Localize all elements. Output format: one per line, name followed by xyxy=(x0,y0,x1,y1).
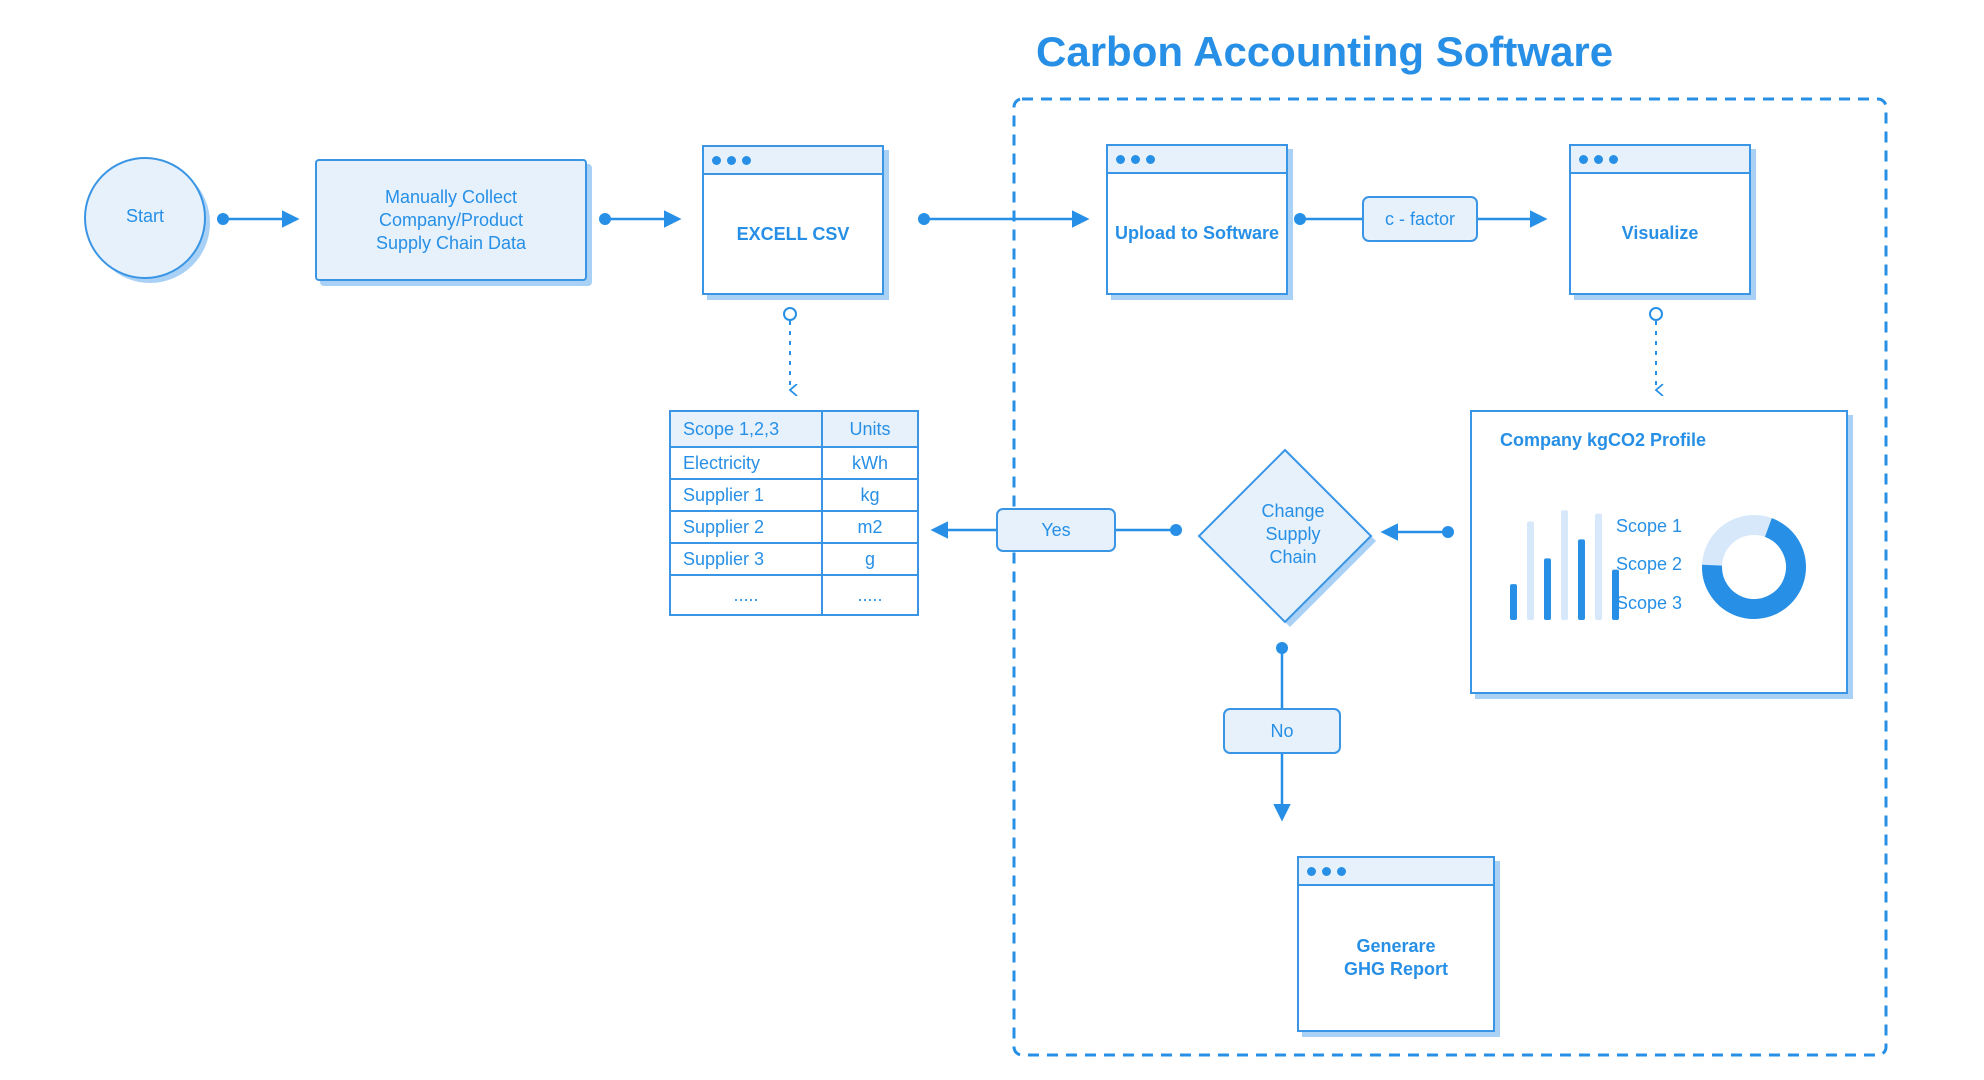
window-bar xyxy=(1571,146,1749,174)
scope-units-table: Scope 1,2,3 Units Electricity kWh Suppli… xyxy=(669,410,919,616)
diagram-title: Carbon Accounting Software xyxy=(1036,28,1614,75)
window-dot-icon xyxy=(1609,154,1618,164)
table-cell-scope: Electricity xyxy=(669,446,823,480)
yes-label[interactable]: Yes xyxy=(996,508,1116,552)
table-row: Electricity kWh xyxy=(669,446,919,480)
chart-bar xyxy=(1527,521,1534,620)
profile-chart xyxy=(1510,510,1806,620)
table-cell-unit: kg xyxy=(821,478,919,512)
collect-data-label: Manually Collect Company/Product Supply … xyxy=(375,186,527,253)
table-row: ..... ..... xyxy=(669,574,919,616)
start-label[interactable]: Start xyxy=(125,206,164,226)
window-dot-icon xyxy=(1146,154,1155,164)
hollow-endpoint-dots xyxy=(783,307,1663,321)
legend-scope-2: Scope 2 xyxy=(1616,554,1683,574)
visualize-node[interactable]: Visualize xyxy=(1569,144,1751,295)
window-body: EXCELL CSV xyxy=(704,175,882,293)
legend-scope-3: Scope 3 xyxy=(1616,593,1683,613)
visualize-label: Visualize xyxy=(1621,223,1699,243)
table-header-scope: Scope 1,2,3 xyxy=(669,410,823,448)
decision-label: Change Supply Chain xyxy=(1261,501,1325,567)
window-body: Generare GHG Report xyxy=(1299,886,1493,1030)
table-cell-scope: Supplier 2 xyxy=(669,510,823,544)
table-cell-unit: m2 xyxy=(821,510,919,544)
ghg-report-node[interactable]: Generare GHG Report xyxy=(1297,856,1495,1032)
table-row: Supplier 2 m2 xyxy=(669,510,919,544)
window-dot-icon xyxy=(1307,866,1316,876)
legend-scope-1: Scope 1 xyxy=(1616,516,1683,536)
table-cell-unit: g xyxy=(821,542,919,576)
excel-csv-node[interactable]: EXCELL CSV xyxy=(702,145,884,295)
kgco2-profile-card[interactable]: Company kgCO2 Profile Scope 1 Scope 2 Sc… xyxy=(1470,410,1848,694)
chart-bar xyxy=(1595,513,1602,620)
chart-bar xyxy=(1578,539,1585,620)
upload-node[interactable]: Upload to Software xyxy=(1106,144,1288,295)
table-row: Supplier 1 kg xyxy=(669,478,919,512)
collect-data-node[interactable]: Manually Collect Company/Product Supply … xyxy=(315,159,587,281)
window-dot-icon xyxy=(742,155,751,165)
window-dot-icon xyxy=(727,155,736,165)
window-dot-icon xyxy=(1337,866,1346,876)
upload-label: Upload to Software xyxy=(1114,223,1279,243)
window-body: Upload to Software xyxy=(1108,174,1286,293)
window-bar xyxy=(704,147,882,175)
no-label[interactable]: No xyxy=(1223,708,1341,754)
window-dot-icon xyxy=(1594,154,1603,164)
table-header-row: Scope 1,2,3 Units xyxy=(669,410,919,448)
connectors xyxy=(223,210,1548,822)
excel-csv-label: EXCELL CSV xyxy=(736,223,850,244)
window-bar xyxy=(1108,146,1286,174)
window-body: Visualize xyxy=(1571,174,1749,293)
chart-bar xyxy=(1612,569,1619,620)
window-bar xyxy=(1299,858,1493,886)
window-dot-icon xyxy=(1131,154,1140,164)
table-cell-scope: Supplier 1 xyxy=(669,478,823,512)
dotted-connectors xyxy=(790,321,1656,390)
table-cell-unit: kWh xyxy=(821,446,919,480)
ghg-report-label: Generare GHG Report xyxy=(1343,936,1448,979)
window-dot-icon xyxy=(712,155,721,165)
decision-node[interactable] xyxy=(1197,448,1373,624)
table-row: Supplier 3 g xyxy=(669,542,919,576)
donut-slice xyxy=(1702,515,1806,619)
table-cell-scope: ..... xyxy=(669,574,823,616)
table-cell-unit: ..... xyxy=(821,574,919,616)
chart-bar xyxy=(1510,584,1517,620)
cfactor-label[interactable]: c - factor xyxy=(1362,196,1478,242)
chart-bar xyxy=(1561,510,1568,620)
endpoint-dots xyxy=(217,213,1454,654)
profile-title: Company kgCO2 Profile xyxy=(1500,430,1707,450)
table-cell-scope: Supplier 3 xyxy=(669,542,823,576)
window-dot-icon xyxy=(1322,866,1331,876)
window-dot-icon xyxy=(1116,154,1125,164)
software-boundary xyxy=(1012,97,1888,1057)
table-header-units: Units xyxy=(821,410,919,448)
start-node[interactable] xyxy=(84,157,206,279)
chart-bar xyxy=(1544,558,1551,620)
window-dot-icon xyxy=(1579,154,1588,164)
